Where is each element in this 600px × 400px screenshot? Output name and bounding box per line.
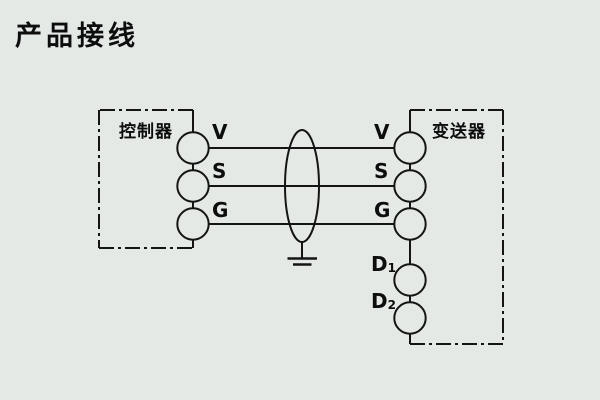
transmitter-terminal-d1-label: D1 — [371, 252, 396, 276]
d1-main: D — [371, 252, 388, 276]
d2-subscript: 2 — [388, 298, 396, 312]
controller-box-label: 控制器 — [119, 121, 173, 142]
d2-main: D — [371, 289, 388, 313]
transmitter-terminal-s-label: S — [374, 159, 388, 183]
connection-wires — [208, 147, 395, 225]
transmitter-terminal-v-label: V — [374, 120, 390, 144]
controller-terminal-g-label: G — [212, 198, 228, 222]
transmitter-terminal-d2-circle — [393, 301, 427, 335]
controller-terminal-v-label: V — [212, 120, 228, 144]
transmitter-terminal-g-label: G — [374, 198, 390, 222]
controller-terminal-s-label: S — [212, 159, 226, 183]
transmitter-box-label: 变送器 — [432, 121, 486, 142]
page-title: 产品接线 — [15, 21, 139, 52]
transmitter-terminal-d1-circle — [393, 263, 427, 297]
controller-box-outline — [98, 109, 193, 249]
d1-subscript: 1 — [388, 261, 396, 275]
earth-ground-symbol-icon — [287, 242, 317, 266]
transmitter-box-outline — [410, 109, 504, 345]
transmitter-terminal-d2-label: D2 — [371, 289, 396, 313]
